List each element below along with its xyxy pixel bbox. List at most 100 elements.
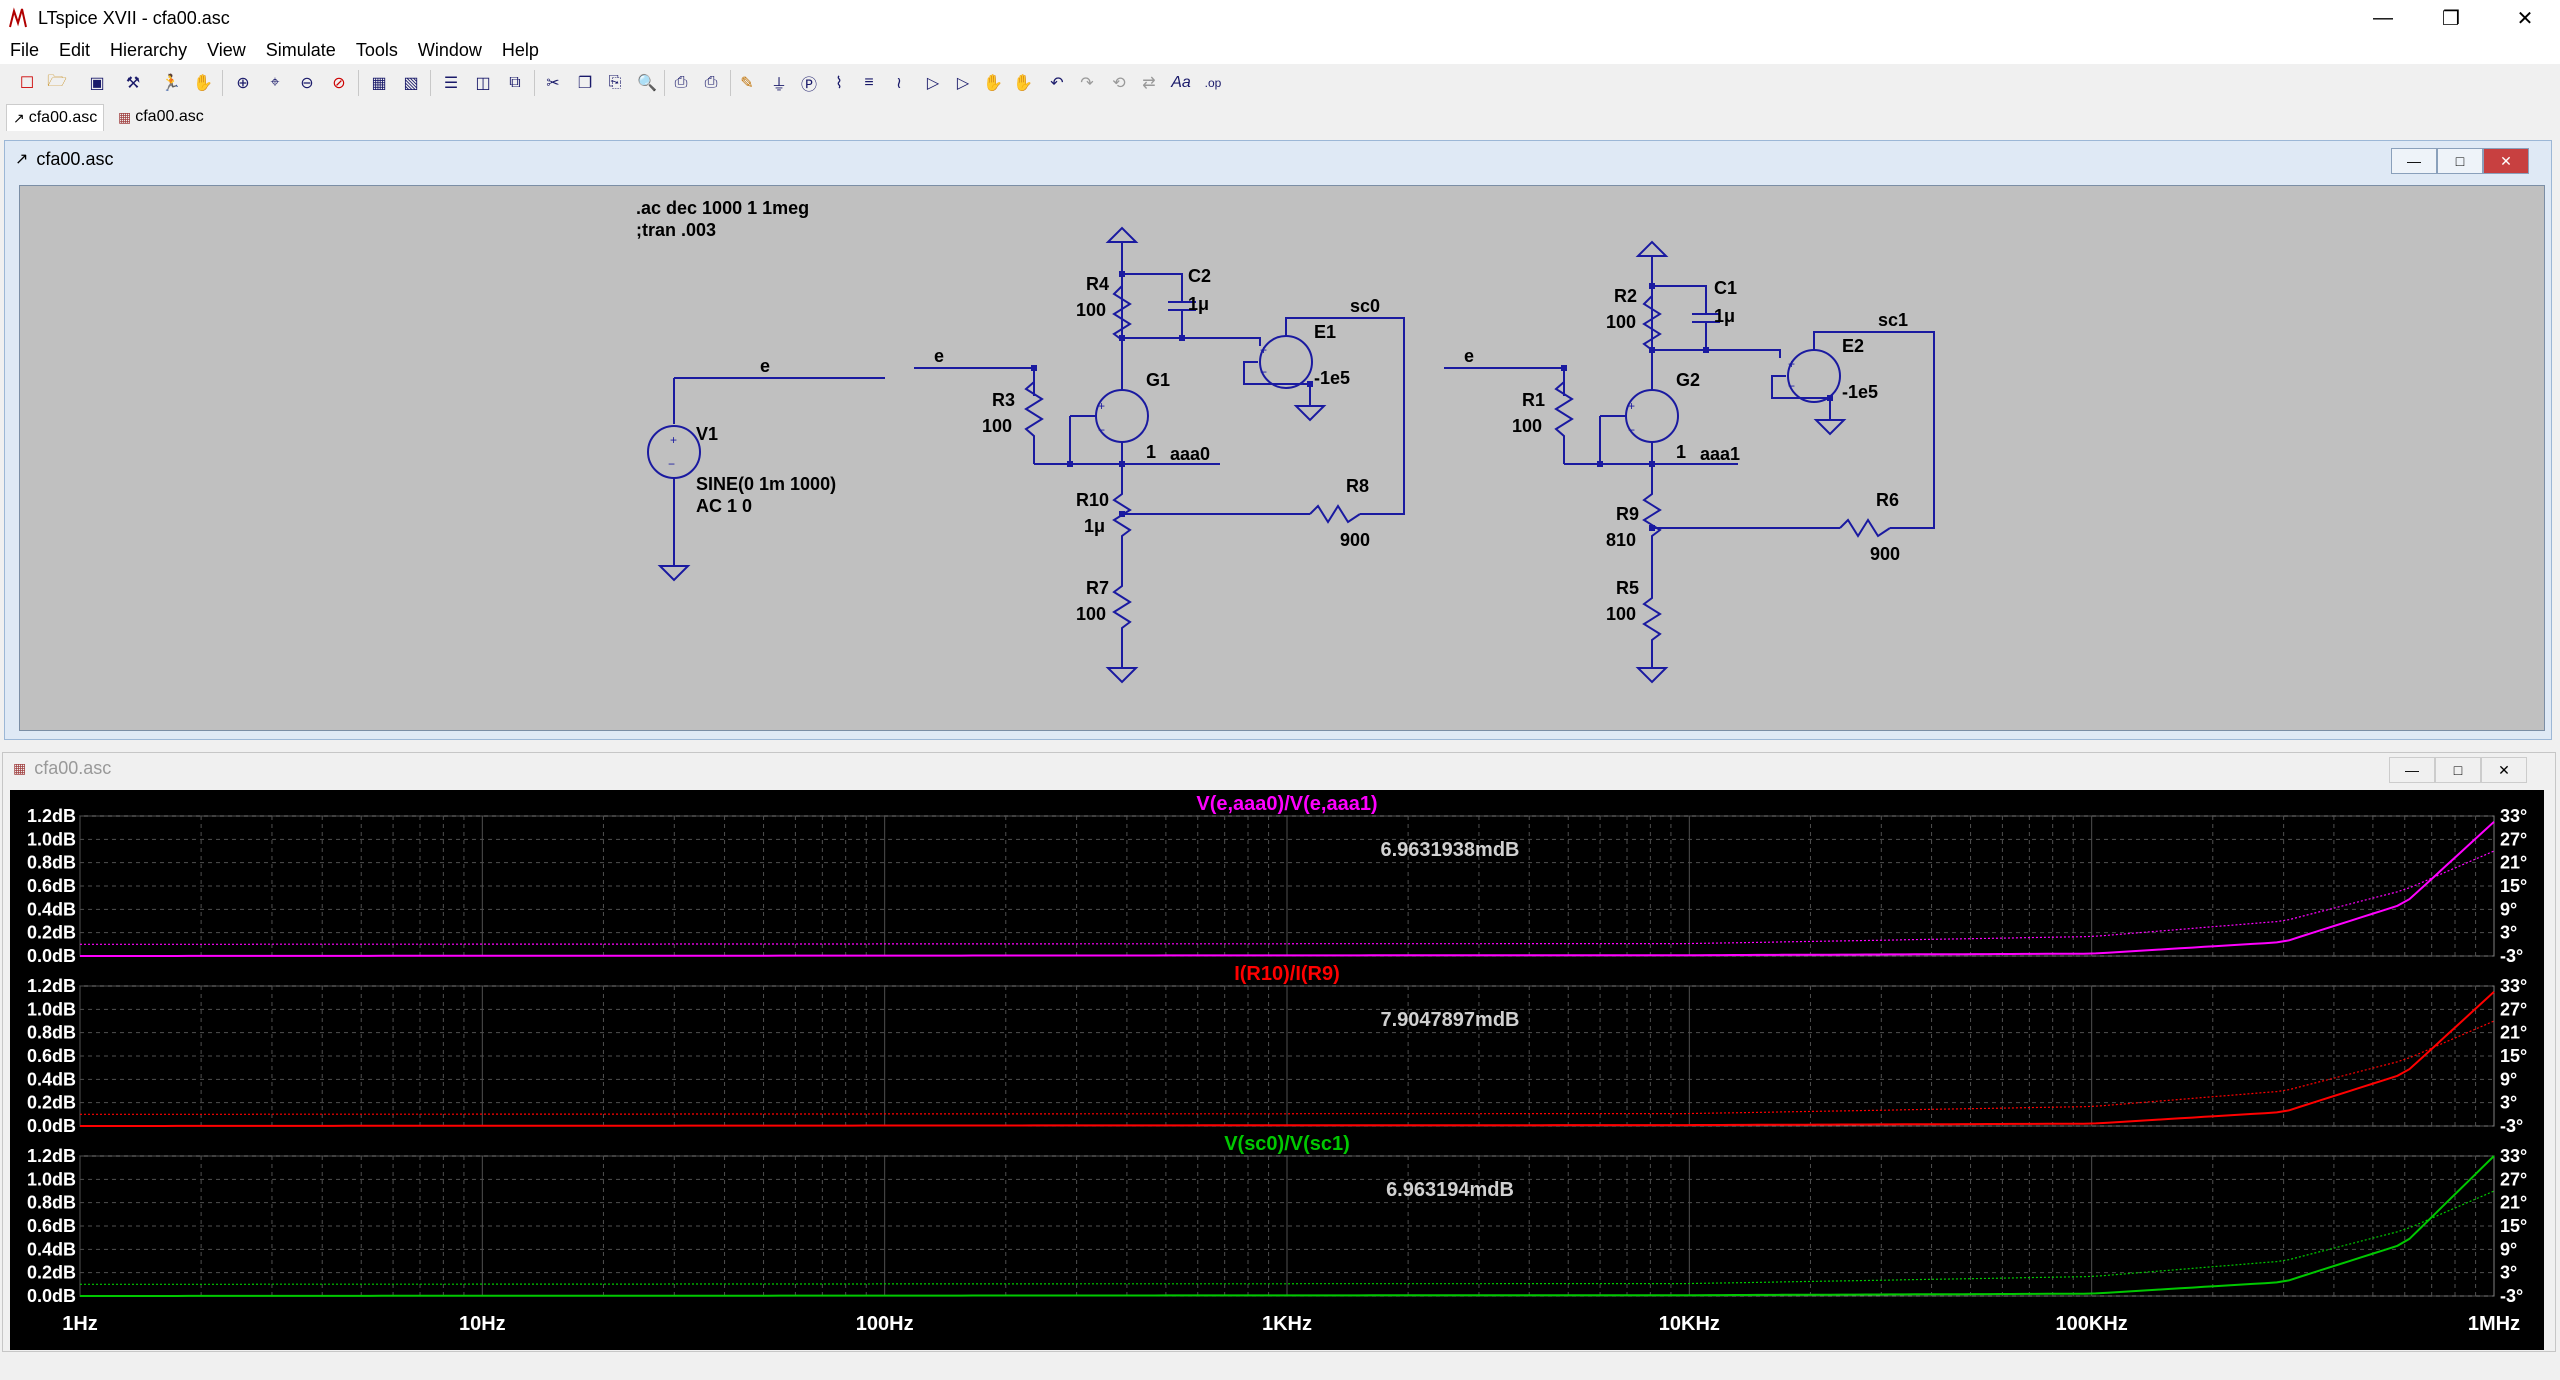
y-tick-label: 1.2dB bbox=[27, 806, 76, 826]
g1-value[interactable]: 1 bbox=[1146, 442, 1156, 462]
undo-icon[interactable]: ↶ bbox=[1050, 75, 1064, 92]
run-icon[interactable]: 🏃 bbox=[161, 75, 181, 92]
r9-value[interactable]: 810 bbox=[1606, 530, 1636, 550]
halt-icon[interactable]: ✋ bbox=[193, 75, 213, 92]
open-folder-icon[interactable]: 🗁 bbox=[47, 72, 67, 90]
draw-wire-icon[interactable]: ✎ bbox=[740, 75, 754, 92]
r4-value[interactable]: 100 bbox=[1076, 300, 1106, 320]
r1-value[interactable]: 100 bbox=[1512, 416, 1542, 436]
capacitor-icon[interactable]: ≡ bbox=[864, 74, 874, 91]
schematic-canvas[interactable]: .ac dec 1000 1 1meg ;tran .003 e V1 SINE… bbox=[19, 185, 2545, 731]
new-schematic-icon[interactable]: ☐ bbox=[19, 75, 35, 92]
redo-icon[interactable]: ↷ bbox=[1080, 75, 1094, 92]
paste-icon[interactable]: ⎘ bbox=[608, 74, 622, 91]
tile-horizontal-icon[interactable]: ☰ bbox=[443, 75, 459, 92]
fit-icon[interactable]: ▧ bbox=[403, 75, 419, 92]
minimize-window-button[interactable]: — bbox=[2373, 6, 2393, 29]
net-label-e[interactable]: e bbox=[760, 356, 770, 376]
copy-icon[interactable]: ❐ bbox=[577, 75, 593, 92]
g2-value[interactable]: 1 bbox=[1676, 442, 1686, 462]
net-label-e[interactable]: e bbox=[1464, 346, 1474, 366]
component-icon[interactable]: ▷ bbox=[956, 75, 970, 92]
autorange-icon[interactable]: ▦ bbox=[371, 75, 387, 92]
net-label-e[interactable]: e bbox=[934, 346, 944, 366]
r5-value[interactable]: 100 bbox=[1606, 604, 1636, 624]
r9-symbol[interactable] bbox=[1642, 478, 1662, 584]
r10-value[interactable]: 1μ bbox=[1084, 516, 1105, 536]
spice-directive-icon[interactable]: .op bbox=[1204, 76, 1222, 90]
r3-symbol[interactable] bbox=[1024, 368, 1044, 464]
v1-ac-value[interactable]: AC 1 0 bbox=[696, 496, 752, 516]
resistor-icon[interactable]: ⌇ bbox=[835, 75, 843, 92]
c1-value[interactable]: 1μ bbox=[1714, 306, 1735, 326]
r6-value[interactable]: 900 bbox=[1870, 544, 1900, 564]
e1-symbol[interactable] bbox=[1259, 335, 1313, 389]
r2-value[interactable]: 100 bbox=[1606, 312, 1636, 332]
tab-waveform[interactable]: ▦ cfa00.asc bbox=[118, 108, 204, 125]
diode-icon[interactable]: ▷ bbox=[926, 75, 940, 92]
rotate-icon[interactable]: ⟲ bbox=[1112, 75, 1126, 92]
r1-symbol[interactable] bbox=[1554, 368, 1574, 464]
menu-file[interactable]: File bbox=[10, 39, 40, 60]
menu-view[interactable]: View bbox=[207, 39, 246, 60]
menu-hierarchy[interactable]: Hierarchy bbox=[110, 39, 188, 60]
zoom-out-icon[interactable]: ⊖ bbox=[300, 75, 314, 92]
label-net-icon[interactable]: Ⓟ bbox=[800, 77, 817, 94]
phase-tick-label: 21° bbox=[2500, 853, 2527, 873]
net-label-aaa1[interactable]: aaa1 bbox=[1700, 444, 1740, 464]
r5-symbol[interactable] bbox=[1642, 584, 1662, 668]
find-icon[interactable]: 🔍 bbox=[637, 75, 657, 92]
menu-simulate[interactable]: Simulate bbox=[265, 39, 336, 60]
waveform-maximize-button[interactable]: □ bbox=[2435, 757, 2481, 783]
r8-symbol[interactable] bbox=[1309, 504, 1361, 524]
move-icon[interactable]: ✋ bbox=[983, 75, 1003, 92]
inductor-icon[interactable]: ≀ bbox=[896, 75, 902, 92]
r2-symbol[interactable] bbox=[1642, 295, 1662, 351]
r7-symbol[interactable] bbox=[1112, 570, 1132, 668]
net-label-aaa0[interactable]: aaa0 bbox=[1170, 444, 1210, 464]
save-icon[interactable]: ▣ bbox=[89, 75, 105, 92]
net-label-sc1[interactable]: sc1 bbox=[1878, 310, 1908, 330]
schematic-maximize-button[interactable]: □ bbox=[2437, 148, 2483, 174]
waveform-close-button[interactable]: ✕ bbox=[2481, 757, 2527, 783]
c2-value[interactable]: 1μ bbox=[1188, 294, 1209, 314]
pan-icon[interactable]: ⌖ bbox=[270, 74, 280, 91]
schematic-close-button[interactable]: ✕ bbox=[2483, 148, 2529, 174]
print-icon[interactable]: ⎙ bbox=[674, 74, 688, 91]
e2-symbol[interactable] bbox=[1787, 349, 1841, 403]
restore-window-button[interactable]: ❐ bbox=[2442, 7, 2460, 30]
zoom-in-icon[interactable]: ⊕ bbox=[236, 75, 250, 92]
r6-symbol[interactable] bbox=[1839, 518, 1891, 538]
waveform-minimize-button[interactable]: — bbox=[2389, 757, 2435, 783]
menu-help[interactable]: Help bbox=[501, 39, 539, 60]
r8-value[interactable]: 900 bbox=[1340, 530, 1370, 550]
r4-symbol[interactable] bbox=[1112, 285, 1132, 341]
cut-icon[interactable]: ✂ bbox=[546, 75, 560, 92]
v1-value[interactable]: SINE(0 1m 1000) bbox=[696, 474, 836, 494]
cascade-icon[interactable]: ⧉ bbox=[509, 74, 521, 91]
mirror-icon[interactable]: ⇄ bbox=[1142, 75, 1156, 92]
menu-tools[interactable]: Tools bbox=[355, 39, 398, 60]
tab-schematic[interactable]: ↗ cfa00.asc bbox=[6, 104, 105, 131]
control-panel-icon[interactable]: ⚒ bbox=[125, 75, 141, 92]
close-window-button[interactable]: ✕ bbox=[2516, 7, 2534, 30]
r10-symbol[interactable] bbox=[1112, 478, 1132, 570]
e2-value[interactable]: -1e5 bbox=[1842, 382, 1878, 402]
schematic-minimize-button[interactable]: — bbox=[2391, 148, 2437, 174]
spice-directive-ac[interactable]: .ac dec 1000 1 1meg bbox=[636, 198, 809, 218]
print-preview-icon[interactable]: ⎙ bbox=[704, 74, 718, 91]
zoom-cancel-icon[interactable]: ⊘ bbox=[332, 75, 346, 92]
drag-icon[interactable]: ✋ bbox=[1013, 75, 1033, 92]
text-icon[interactable]: Aa bbox=[1171, 74, 1191, 91]
e1-value[interactable]: -1e5 bbox=[1314, 368, 1350, 388]
tile-vertical-icon[interactable]: ◫ bbox=[475, 75, 491, 92]
supply-symbol bbox=[1105, 226, 1139, 243]
menu-edit[interactable]: Edit bbox=[59, 39, 91, 60]
net-label-sc0[interactable]: sc0 bbox=[1350, 296, 1380, 316]
spice-directive-tran[interactable]: ;tran .003 bbox=[636, 220, 716, 240]
r3-value[interactable]: 100 bbox=[982, 416, 1012, 436]
ground-icon[interactable]: ⏚ bbox=[770, 77, 787, 94]
r7-value[interactable]: 100 bbox=[1076, 604, 1106, 624]
menu-window[interactable]: Window bbox=[417, 39, 482, 60]
